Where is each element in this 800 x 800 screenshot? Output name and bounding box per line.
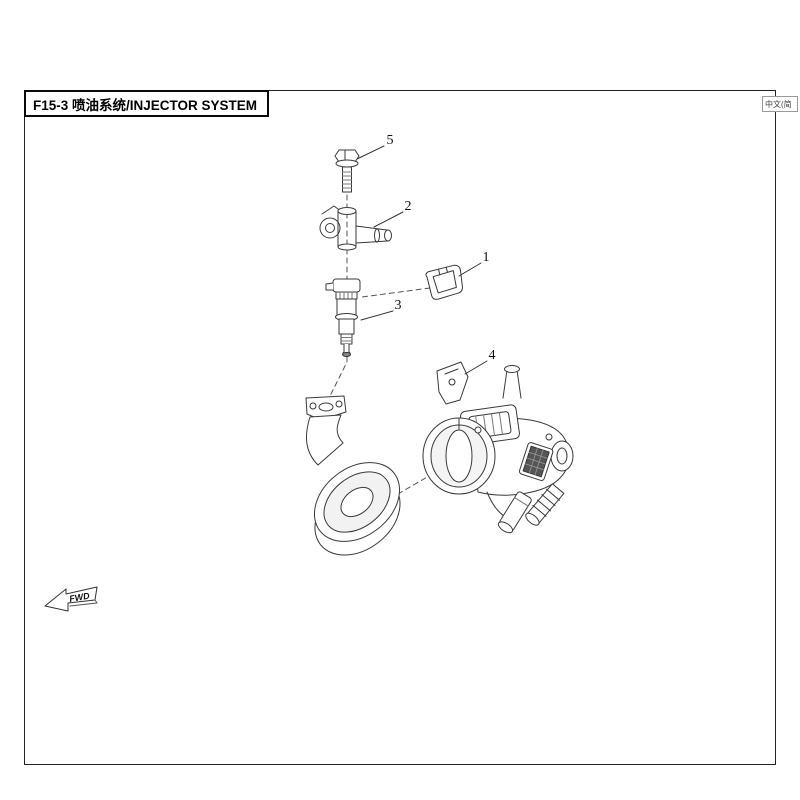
fuel-joint-part	[319, 205, 392, 251]
drawing-frame	[24, 90, 776, 765]
callout-1: 1	[482, 250, 490, 265]
fwd-arrow: FWD	[44, 586, 98, 612]
fwd-label: FWD	[68, 590, 90, 603]
clip-part	[425, 264, 463, 300]
intake-boot-part	[305, 395, 401, 556]
page-title: F15-3 喷油系统/INJECTOR SYSTEM	[24, 90, 269, 117]
leader-lines	[356, 145, 488, 375]
bolt-part	[334, 149, 360, 193]
callout-2: 2	[404, 199, 412, 214]
language-tab-label: 中文(简	[765, 99, 792, 109]
language-tab[interactable]: 中文(简	[762, 96, 798, 112]
callout-5: 5	[386, 133, 394, 148]
callout-3: 3	[394, 298, 402, 313]
page-title-text: F15-3 喷油系统/INJECTOR SYSTEM	[33, 97, 258, 113]
callout-4: 4	[488, 348, 496, 363]
injector-part	[325, 278, 361, 357]
throttle-body-part	[422, 361, 574, 534]
